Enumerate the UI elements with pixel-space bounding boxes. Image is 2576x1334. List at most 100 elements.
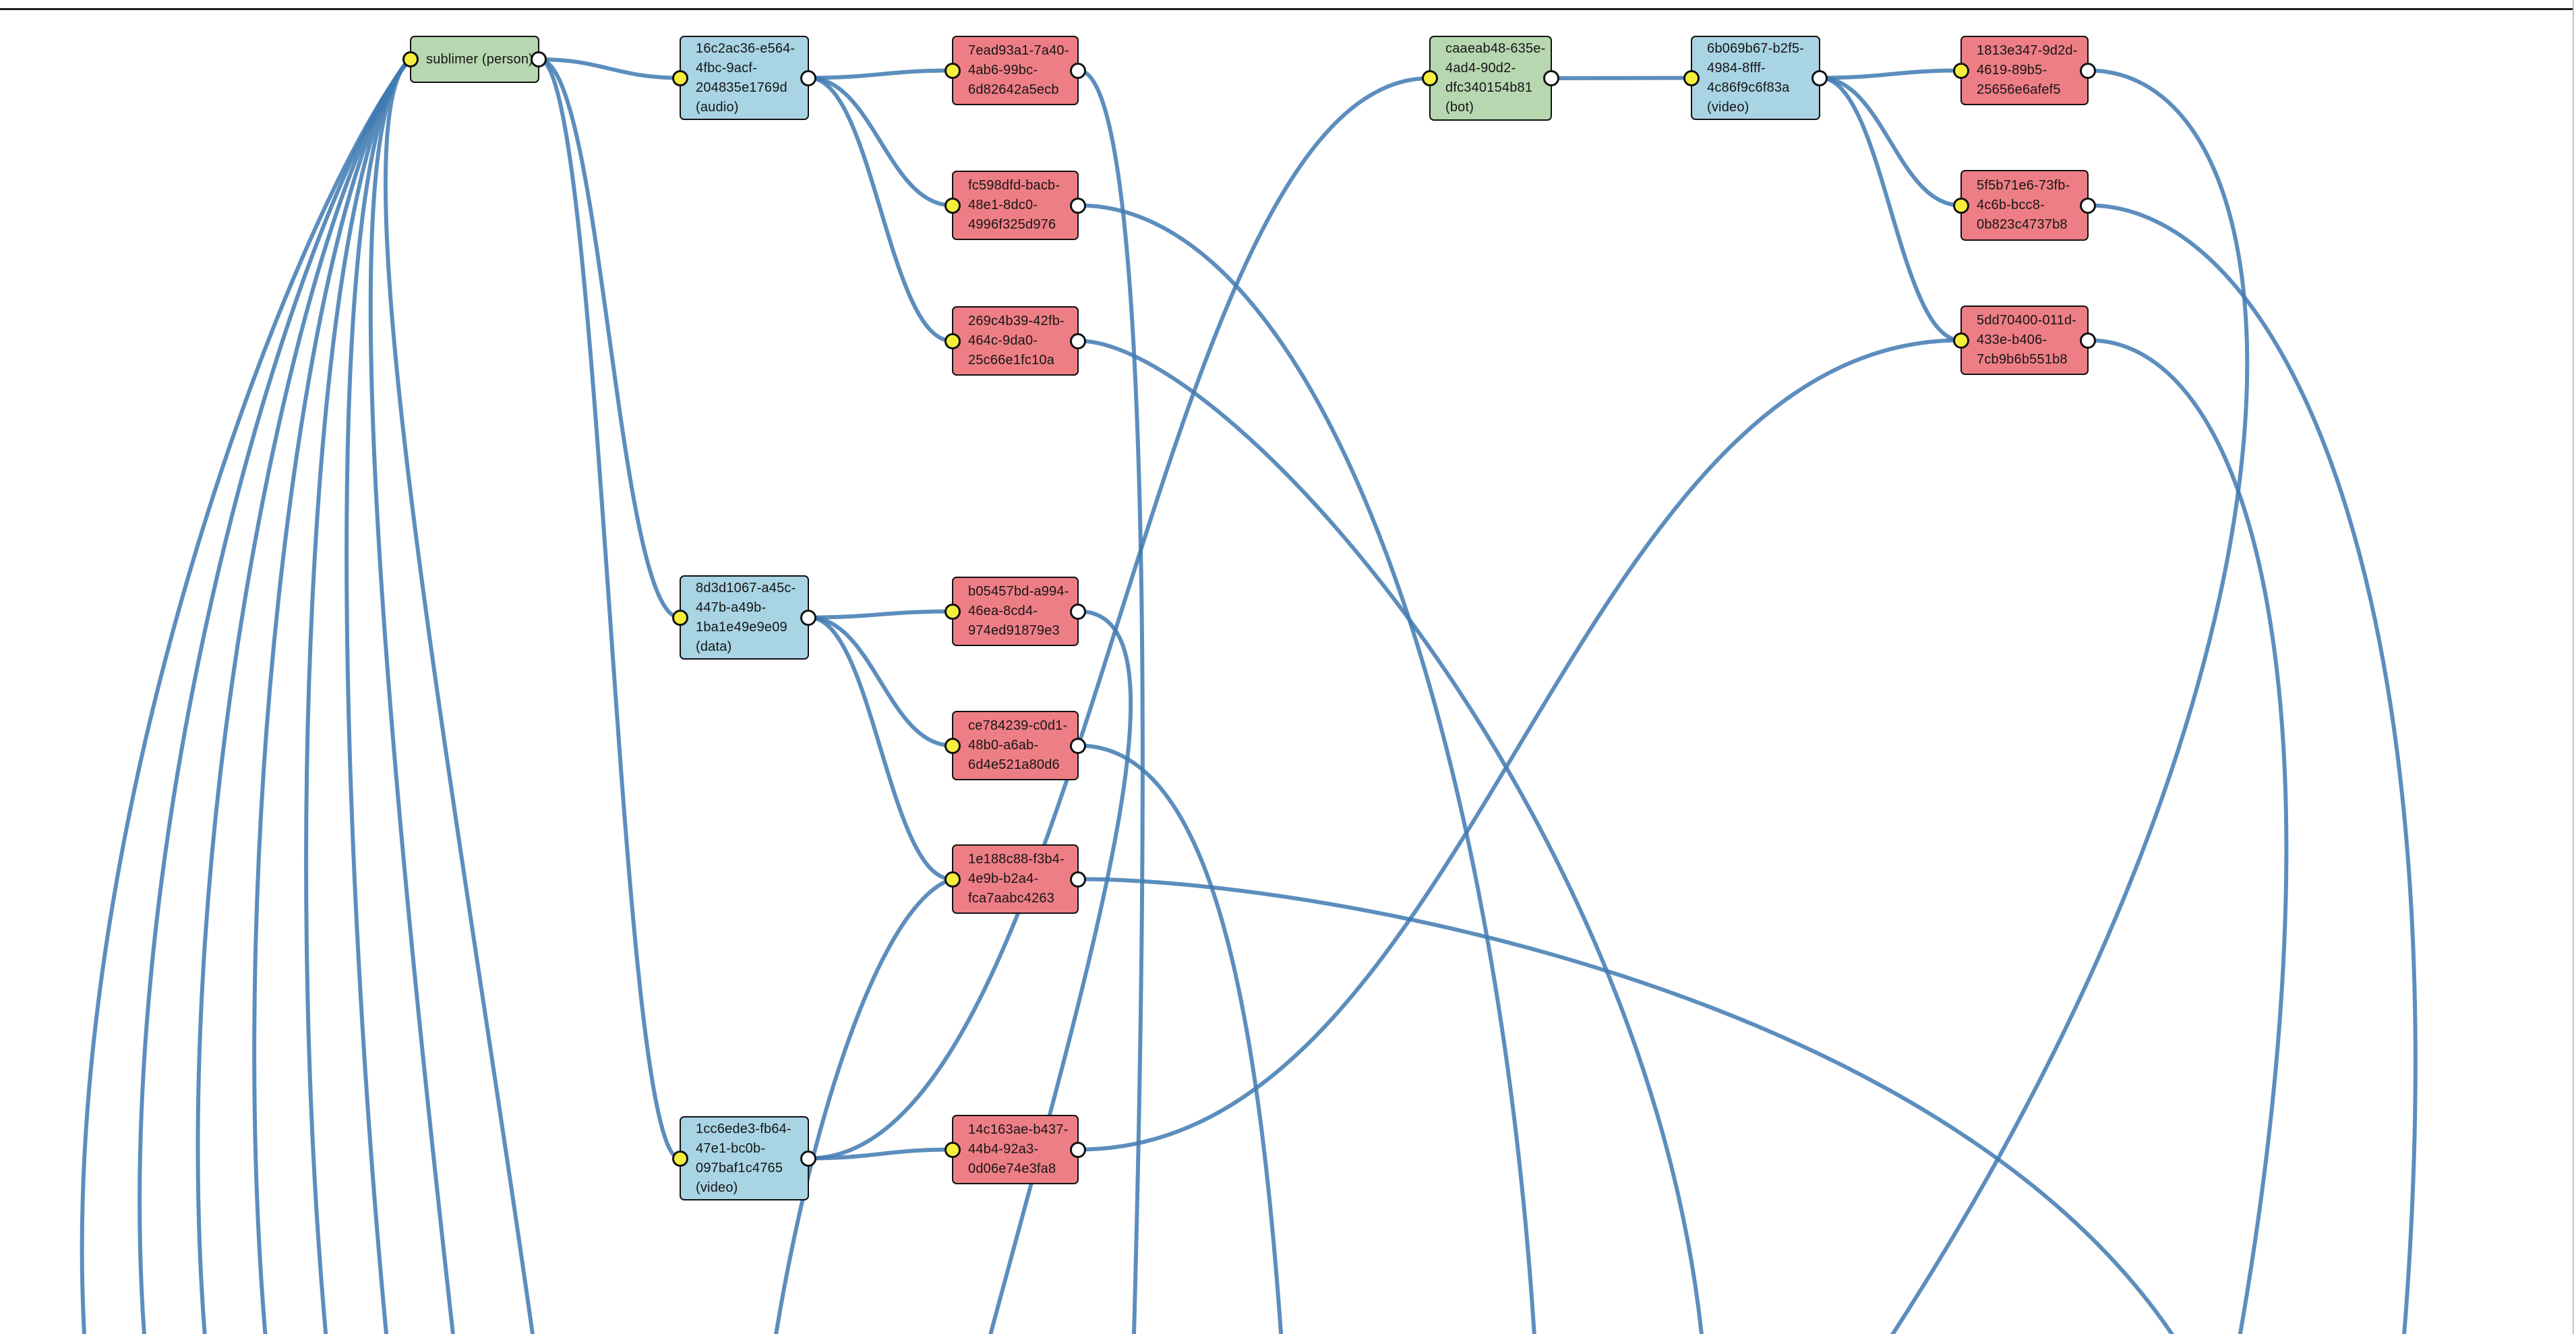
edge bbox=[807, 76, 954, 208]
edge bbox=[774, 877, 954, 1334]
edge bbox=[1818, 76, 1963, 343]
node-label-line: ce784239-c0d1- bbox=[968, 718, 1068, 733]
edge bbox=[537, 57, 682, 1161]
node-audio-audio1[interactable]: 16c2ac36-e564-4fbc-9acf-204835e1769d(aud… bbox=[672, 36, 816, 120]
node-label-line: 1ba1e49e9e09 bbox=[696, 619, 787, 635]
node-label-line: b05457bd-a994- bbox=[968, 584, 1069, 599]
output-port[interactable] bbox=[1070, 62, 1086, 79]
node-label-line: 16c2ac36-e564- bbox=[696, 40, 796, 56]
top-window-border bbox=[0, 8, 2573, 10]
node-label-line: (audio) bbox=[696, 99, 739, 115]
node-label-line: sublimer (person) bbox=[426, 51, 534, 67]
edge bbox=[807, 615, 954, 881]
node-stream-sb054[interactable]: b05457bd-a994-46ea-8cd4-974ed91879e3 bbox=[945, 577, 1086, 646]
input-port[interactable] bbox=[1953, 332, 1969, 349]
node-stream-s1e18[interactable]: 1e188c88-f3b4-4e9b-b2a4-fca7aabc4263 bbox=[945, 844, 1086, 914]
input-port[interactable] bbox=[945, 197, 961, 214]
edge bbox=[1077, 203, 1536, 1334]
input-port[interactable] bbox=[945, 737, 961, 754]
edge bbox=[1818, 68, 1963, 80]
input-port[interactable] bbox=[945, 62, 961, 79]
output-port[interactable] bbox=[1543, 70, 1559, 86]
node-data-data1[interactable]: 8d3d1067-a45c-447b-a49b-1ba1e49e9e09(dat… bbox=[672, 575, 816, 660]
node-stream-s5dd7[interactable]: 5dd70400-011d- 433e-b406- 7cb9b6b551b8 bbox=[1953, 306, 2096, 375]
output-port[interactable] bbox=[800, 1150, 816, 1167]
input-port[interactable] bbox=[672, 69, 688, 86]
edge bbox=[368, 57, 455, 1334]
edge bbox=[383, 57, 535, 1334]
output-port[interactable] bbox=[1070, 332, 1086, 349]
edge bbox=[537, 57, 682, 620]
node-label-line: (bot) bbox=[1445, 100, 1474, 115]
edge bbox=[807, 68, 954, 80]
node-stream-sfc59[interactable]: fc598dfd-bacb-48e1-8dc0-4996f325d976 bbox=[945, 171, 1086, 240]
output-port[interactable] bbox=[531, 51, 547, 67]
input-port[interactable] bbox=[1953, 197, 1969, 214]
node-label-line: 1813e347-9d2d- bbox=[1977, 43, 2078, 58]
input-port[interactable] bbox=[1683, 69, 1700, 86]
input-port[interactable] bbox=[402, 51, 419, 67]
node-label-line: 974ed91879e3 bbox=[968, 623, 1060, 638]
node-stream-s1813[interactable]: 1813e347-9d2d-4619-89b5-25656e6afef5 bbox=[1953, 36, 2096, 105]
right-panel-divider bbox=[2573, 0, 2574, 1334]
output-port[interactable] bbox=[1070, 1141, 1086, 1158]
edge bbox=[252, 57, 412, 1334]
node-label-line: 1cc6ede3-fb64- bbox=[696, 1121, 791, 1136]
edge bbox=[807, 609, 954, 620]
output-port[interactable] bbox=[2080, 197, 2096, 214]
input-port[interactable] bbox=[945, 871, 961, 888]
node-label-line: dfc340154b81 bbox=[1445, 80, 1533, 95]
node-stream-sce78[interactable]: ce784239-c0d1-48b0-a6ab-6d4e521a80d6 bbox=[945, 711, 1086, 780]
node-label-line: 44b4-92a3- bbox=[968, 1142, 1039, 1157]
edge bbox=[2087, 203, 2418, 1334]
node-person-sublimer[interactable]: sublimer (person) bbox=[402, 36, 547, 83]
node-label-line: 5dd70400-011d- bbox=[1977, 313, 2077, 328]
edge bbox=[1077, 339, 1704, 1334]
edge bbox=[2087, 338, 2289, 1334]
node-label-line: 4c86f9c6f83a bbox=[1707, 80, 1790, 95]
input-port[interactable] bbox=[1953, 62, 1969, 79]
node-label-line: 8d3d1067-a45c- bbox=[696, 580, 796, 596]
input-port[interactable] bbox=[1422, 70, 1438, 86]
input-port[interactable] bbox=[945, 603, 961, 620]
output-port[interactable] bbox=[2080, 332, 2096, 349]
output-port[interactable] bbox=[800, 69, 816, 86]
output-port[interactable] bbox=[1070, 871, 1086, 888]
edge bbox=[807, 76, 1431, 1161]
node-label-line: (video) bbox=[696, 1180, 738, 1195]
node-bot-bot1[interactable]: caaeab48-635e-4ad4-90d2-dfc340154b81(bot… bbox=[1422, 36, 1559, 121]
node-label-line: 5f5b71e6-73fb- bbox=[1977, 178, 2070, 193]
output-port[interactable] bbox=[800, 609, 816, 626]
output-port[interactable] bbox=[1070, 603, 1086, 620]
output-port[interactable] bbox=[1811, 69, 1828, 86]
node-stream-s269c[interactable]: 269c4b39-42fb-464c-9da0-25c66e1fc10a bbox=[945, 306, 1086, 376]
output-port[interactable] bbox=[1070, 197, 1086, 214]
node-label-line: 4fbc-9acf- bbox=[696, 60, 757, 76]
node-label-line: 4ad4-90d2- bbox=[1445, 61, 1516, 76]
node-label-line: 4996f325d976 bbox=[968, 217, 1056, 232]
node-video-video2[interactable]: 6b069b67-b2f5-4984-8fff-4c86f9c6f83a(vid… bbox=[1683, 36, 1828, 120]
input-port[interactable] bbox=[672, 609, 688, 626]
node-label-line: 7cb9b6b551b8 bbox=[1977, 352, 2068, 367]
node-label-line: 4ab6-99bc- bbox=[968, 63, 1038, 78]
node-stream-s14c1[interactable]: 14c163ae-b437-44b4-92a3-0d06e74e3fa8 bbox=[945, 1115, 1086, 1184]
edge bbox=[1077, 877, 2174, 1334]
input-port[interactable] bbox=[945, 1141, 961, 1158]
node-label-line: 433e-b406- bbox=[1977, 332, 2047, 347]
node-label-line: 269c4b39-42fb- bbox=[968, 314, 1065, 328]
node-label-line: 447b-a49b- bbox=[696, 600, 767, 615]
edge bbox=[80, 57, 412, 1334]
node-label-line: 48e1-8dc0- bbox=[968, 198, 1038, 212]
output-port[interactable] bbox=[1070, 737, 1086, 754]
edge bbox=[1077, 743, 1284, 1334]
node-label-line: 25c66e1fc10a bbox=[968, 353, 1055, 368]
output-port[interactable] bbox=[2080, 62, 2096, 79]
node-label-line: 1e188c88-f3b4- bbox=[968, 852, 1065, 867]
edge bbox=[1077, 338, 1963, 1152]
node-stream-s5f5b[interactable]: 5f5b71e6-73fb-4c6b-bcc8-0b823c4737b8 bbox=[1953, 170, 2096, 241]
input-port[interactable] bbox=[945, 332, 961, 349]
input-port[interactable] bbox=[672, 1150, 688, 1167]
node-video-video1[interactable]: 1cc6ede3-fb64-47e1-bc0b-097baf1c4765(vid… bbox=[672, 1116, 816, 1200]
node-stream-s7ead[interactable]: 7ead93a1-7a40-4ab6-99bc-6d82642a5ecb bbox=[945, 36, 1086, 105]
